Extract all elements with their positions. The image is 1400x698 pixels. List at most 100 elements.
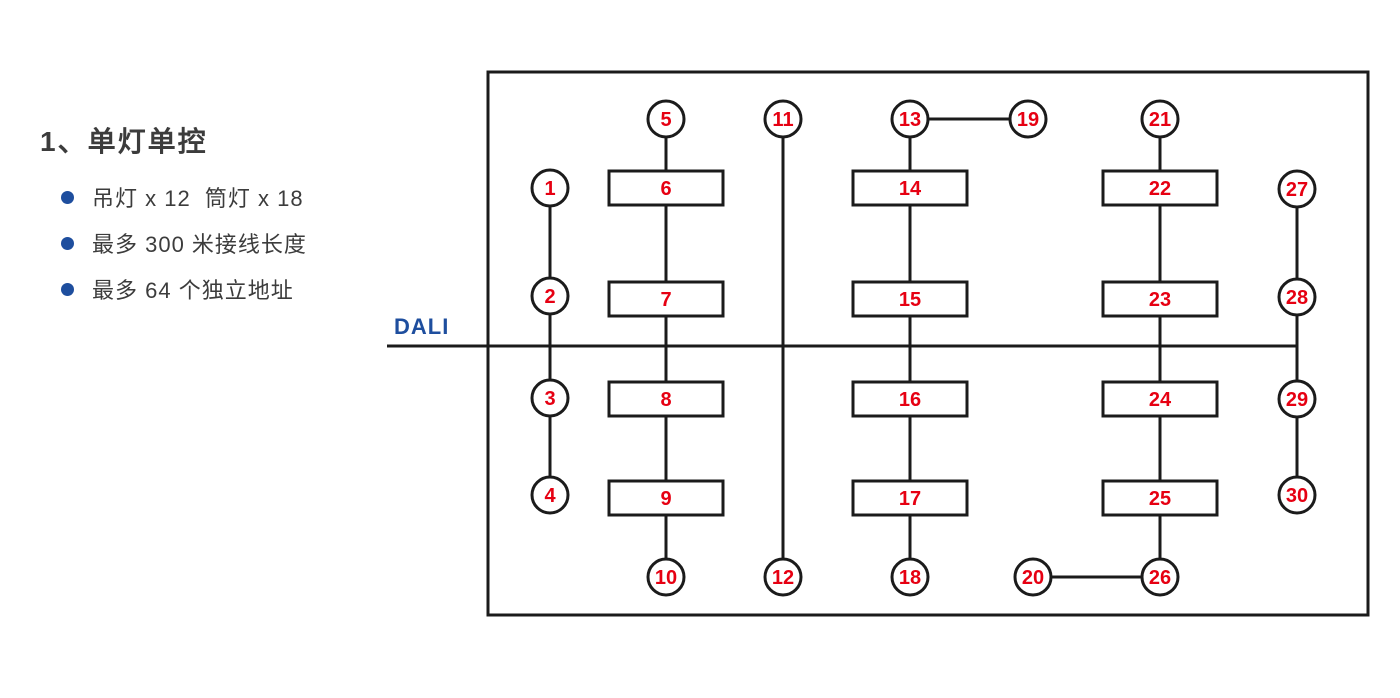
fixture-node-23: 23 — [1101, 280, 1219, 318]
fixture-node-25: 25 — [1101, 479, 1219, 517]
lamp-node-27: 27 — [1277, 169, 1317, 209]
node-number-label: 8 — [660, 389, 671, 411]
fixture-node-7: 7 — [607, 280, 725, 318]
lamp-node-5: 5 — [646, 99, 686, 139]
lamp-node-1: 1 — [530, 168, 570, 208]
fixture-rect — [607, 479, 725, 517]
spec-text: 最多 64 个独立地址 — [92, 278, 294, 303]
fixture-rect — [1101, 380, 1219, 418]
lamp-circle — [1008, 99, 1048, 139]
node-number-label: 17 — [899, 488, 921, 510]
spec-item-addresses: 最多 64 个独立地址 — [61, 266, 307, 312]
lamp-circle — [530, 475, 570, 515]
node-number-label: 6 — [660, 178, 671, 200]
bullet-dot-icon — [61, 282, 74, 296]
enclosure-border — [486, 70, 1370, 617]
node-number-label: 25 — [1149, 488, 1171, 510]
spec-item-lamp-counts: 吊灯 x 12 筒灯 x 18 — [61, 174, 307, 220]
lamp-circle — [530, 276, 570, 316]
fixture-node-24: 24 — [1101, 380, 1219, 418]
node-number-label: 22 — [1149, 178, 1171, 200]
node-number-label: 29 — [1286, 389, 1308, 411]
fixture-rect — [1101, 479, 1219, 517]
node-number-label: 11 — [772, 109, 793, 131]
lamp-circle — [763, 99, 803, 139]
lamp-node-3: 3 — [530, 378, 570, 418]
lamp-node-13: 13 — [890, 99, 930, 139]
lamp-node-30: 30 — [1277, 475, 1317, 515]
node-number-label: 30 — [1286, 485, 1308, 507]
fixture-node-8: 8 — [607, 380, 725, 418]
node-number-label: 5 — [660, 109, 671, 131]
node-number-label: 7 — [660, 289, 671, 311]
node-number-label: 23 — [1149, 289, 1171, 311]
bullet-dot-icon — [61, 236, 74, 250]
node-number-label: 15 — [899, 289, 921, 311]
node-number-label: 10 — [655, 567, 677, 589]
fixture-node-16: 16 — [851, 380, 969, 418]
node-number-label: 28 — [1286, 287, 1308, 309]
fixture-node-6: 6 — [607, 169, 725, 207]
lamp-node-11: 11 — [763, 99, 803, 139]
lamp-node-21: 21 — [1140, 99, 1180, 139]
lamp-circle — [1140, 99, 1180, 139]
lamp-circle — [1277, 169, 1317, 209]
dali-bus-label: DALI — [394, 314, 450, 339]
lamp-circle — [530, 168, 570, 208]
node-number-label: 16 — [899, 389, 921, 411]
spec-item-wire-length: 最多 300 米接线长度 — [61, 220, 307, 266]
spec-text: 吊灯 x 12 筒灯 x 18 — [92, 186, 304, 211]
lamp-node-2: 2 — [530, 276, 570, 316]
node-number-label: 1 — [544, 178, 555, 200]
lamp-node-12: 12 — [763, 557, 803, 597]
lamp-node-18: 18 — [890, 557, 930, 597]
fixture-rect — [851, 169, 969, 207]
node-number-label: 18 — [899, 567, 921, 589]
node-number-label: 27 — [1286, 179, 1308, 201]
node-number-label: 19 — [1017, 109, 1039, 131]
node-number-label: 4 — [544, 485, 556, 507]
fixture-rect — [851, 479, 969, 517]
node-number-label: 3 — [544, 388, 555, 410]
lamp-node-4: 4 — [530, 475, 570, 515]
lamp-node-20: 20 — [1013, 557, 1053, 597]
node-number-label: 20 — [1022, 567, 1044, 589]
fixture-node-15: 15 — [851, 280, 969, 318]
node-number-label: 14 — [899, 178, 922, 200]
lamp-circle — [646, 99, 686, 139]
fixture-rect — [607, 169, 725, 207]
lamp-circle — [1013, 557, 1053, 597]
fixture-rect — [607, 380, 725, 418]
lamp-node-26: 26 — [1140, 557, 1180, 597]
node-number-label: 12 — [772, 567, 794, 589]
node-number-label: 21 — [1149, 109, 1171, 131]
fixture-rect — [851, 280, 969, 318]
fixture-node-9: 9 — [607, 479, 725, 517]
node-number-label: 2 — [544, 286, 555, 308]
lamp-circle — [890, 99, 930, 139]
section-heading: 1、单灯单控 — [40, 126, 208, 157]
fixture-rect — [1101, 280, 1219, 318]
bullet-dot-icon — [61, 190, 74, 204]
spec-bullet-list: 吊灯 x 12 筒灯 x 18 最多 300 米接线长度 最多 64 个独立地址 — [61, 174, 307, 312]
node-number-label: 26 — [1149, 567, 1171, 589]
spec-text: 最多 300 米接线长度 — [92, 232, 307, 257]
node-number-label: 13 — [899, 109, 921, 131]
lamp-node-19: 19 — [1008, 99, 1048, 139]
node-number-label: 9 — [660, 488, 671, 510]
fixture-node-22: 22 — [1101, 169, 1219, 207]
lamp-circle — [890, 557, 930, 597]
fixture-node-14: 14 — [851, 169, 969, 207]
fixture-node-17: 17 — [851, 479, 969, 517]
lamp-circle — [530, 378, 570, 418]
lamp-circle — [646, 557, 686, 597]
node-number-label: 24 — [1149, 389, 1172, 411]
lamp-node-29: 29 — [1277, 379, 1317, 419]
fixture-rect — [1101, 169, 1219, 207]
lamp-circle — [763, 557, 803, 597]
lamp-circle — [1277, 277, 1317, 317]
lamp-circle — [1277, 379, 1317, 419]
fixture-rect — [851, 380, 969, 418]
lamp-node-28: 28 — [1277, 277, 1317, 317]
